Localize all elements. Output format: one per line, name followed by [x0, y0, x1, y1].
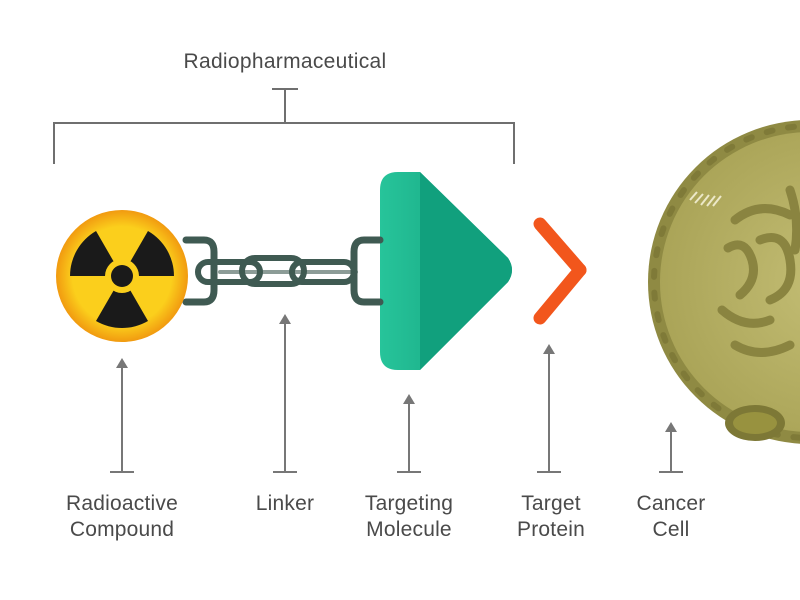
- chain-link-icon: [182, 236, 384, 306]
- label-radioactive-compound: Radioactive Compound: [42, 491, 202, 543]
- label-targeting-molecule: Targeting Molecule: [334, 491, 484, 543]
- label-targeting-molecule-line1: Targeting: [364, 492, 454, 515]
- cancer-cell-shape: [648, 120, 800, 444]
- target-protein-shape: [533, 217, 647, 325]
- radiation-icon: [56, 210, 188, 342]
- label-radioactive-compound-line2: Compound: [69, 518, 175, 541]
- targeting-molecule-shape: [380, 172, 512, 370]
- label-linker: Linker: [225, 491, 345, 517]
- label-cancer-cell-line2: Cell: [652, 518, 690, 541]
- label-target-protein-line1: Target: [521, 492, 581, 515]
- label-targeting-molecule-line2: Molecule: [366, 518, 452, 541]
- label-radioactive-compound-line1: Radioactive: [66, 492, 178, 515]
- diagram-title: Radiopharmaceutical: [183, 50, 387, 73]
- pointer-cancer-cell: [659, 422, 683, 473]
- label-target-protein: Target Protein: [494, 491, 608, 543]
- label-target-protein-line2: Protein: [517, 518, 585, 541]
- label-cancer-cell: Cancer Cell: [618, 491, 724, 543]
- label-linker-line1: Linker: [255, 492, 315, 515]
- label-cancer-cell-line1: Cancer: [636, 492, 706, 515]
- pointer-targeting-molecule: [397, 394, 421, 473]
- pointer-radioactive-compound: [110, 358, 134, 473]
- pointer-target-protein: [537, 344, 561, 473]
- radiopharmaceutical-bracket: [53, 88, 515, 164]
- pointer-linker: [273, 314, 297, 473]
